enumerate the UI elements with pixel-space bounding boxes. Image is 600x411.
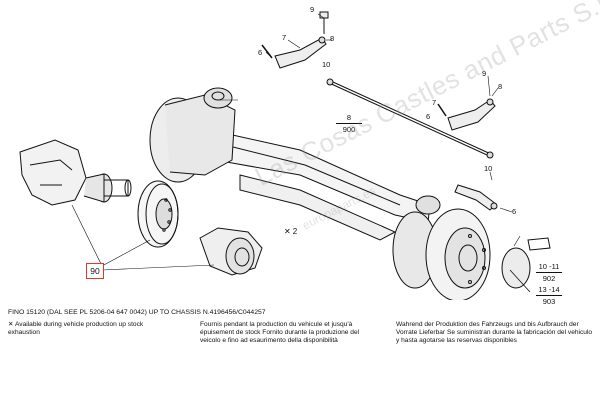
note-german-spanish: Wahrend der Produktion des Fahrzeugs und… xyxy=(396,321,593,344)
star-marker-icon: ✕2 xyxy=(284,227,298,236)
note-french-italian: Fournis pendant la production du vehicul… xyxy=(200,321,360,344)
ref-90-highlight[interactable]: 90 xyxy=(86,263,104,279)
callout-7-top: 7 xyxy=(282,33,287,42)
axle-beam-part xyxy=(209,129,431,241)
callout-8-right: 8 xyxy=(498,82,503,91)
callout-10-left: 10 xyxy=(322,60,331,69)
brake-caliper-part xyxy=(501,237,551,293)
callout-10-right: 10 xyxy=(484,164,493,173)
left-brake-assembly-part xyxy=(149,87,236,183)
steering-arm-right-part xyxy=(437,98,496,131)
callout-6-right: 6 xyxy=(426,112,431,121)
callout-6-lower: 6 xyxy=(512,207,517,216)
note-english: ✕ Available during vehicle production up… xyxy=(8,321,144,336)
brake-disc-part xyxy=(137,180,179,248)
steering-knuckle-part xyxy=(19,139,132,206)
callout-9-right: 9 xyxy=(482,69,487,78)
availability-star-icon: ✕ xyxy=(8,321,14,328)
chassis-applicability-line: FINO 15120 (DAL SEE PL 5206-04 647 0042)… xyxy=(8,309,266,316)
callout-7-right: 7 xyxy=(432,98,437,107)
steering-arm-top-part xyxy=(261,11,329,69)
leader-lines xyxy=(218,13,521,247)
right-wheel-assembly-part xyxy=(392,195,491,300)
lower-link-part xyxy=(454,184,498,211)
callout-8-left: 8 xyxy=(330,34,335,43)
tie-rod-part xyxy=(326,78,494,159)
wheel-hub-part xyxy=(199,227,263,276)
leader-line-90 xyxy=(71,204,215,271)
exploded-axle-drawing xyxy=(19,11,551,300)
callout-9-top: 9 xyxy=(310,5,315,14)
callout-6-top: 6 xyxy=(258,48,263,57)
